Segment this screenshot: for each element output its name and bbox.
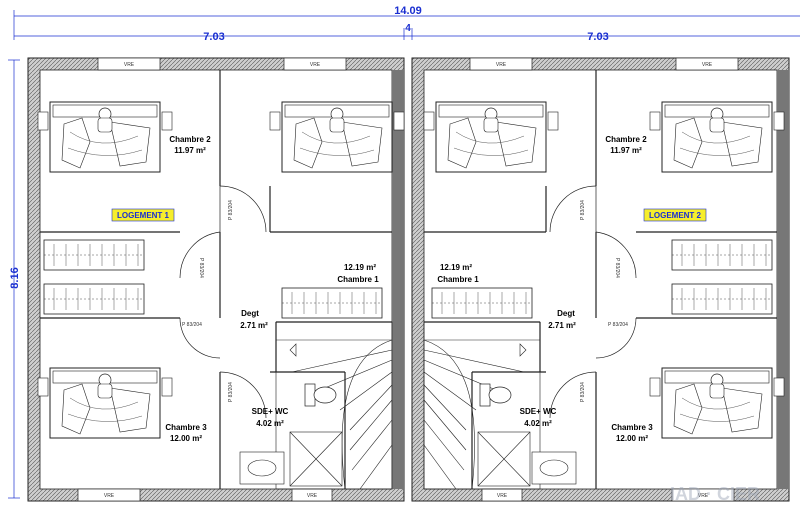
dim-total-width: 14.09: [394, 5, 422, 17]
unit1-degt-name: Degt: [241, 309, 259, 318]
bed-icon: [423, 101, 559, 173]
unit2-chambre1-area: 12.19 m²: [440, 263, 472, 272]
unit1-sde-area: 4.02 m²: [256, 419, 284, 428]
door-label: P 83/204: [580, 382, 586, 402]
wardrobe-icon: [43, 283, 145, 315]
bed-icon: [649, 101, 785, 173]
bed-icon: [37, 101, 173, 173]
window-label: VRE: [124, 62, 135, 68]
door-label: P 83/204: [182, 322, 202, 328]
unit2-badge: LOGEMENT 2: [649, 211, 702, 220]
unit1-badge: LOGEMENT 1: [117, 211, 170, 220]
sink-icon: [531, 451, 577, 485]
bed-icon: [37, 367, 173, 439]
window-label: VRE: [702, 62, 713, 68]
sink-icon: [239, 451, 285, 485]
door-label: P 83/204: [608, 322, 628, 328]
unit1-chambre3-name: Chambre 3: [165, 423, 207, 432]
window-label: VRE: [497, 493, 508, 499]
unit2-chambre3-area: 12.00 m²: [616, 434, 648, 443]
dim-middle: 4: [405, 23, 411, 34]
unit2-sde-name: SDE+ WC: [520, 407, 557, 416]
door-label: P 83/204: [580, 200, 586, 220]
unit1-chambre1-name: Chambre 1: [337, 275, 379, 284]
wardrobe-icon: [431, 287, 533, 319]
unit1-sde-name: SDE+ WC: [252, 407, 289, 416]
dim-left-width: 7.03: [203, 31, 224, 43]
staircase-icon: [275, 321, 393, 490]
staircase-icon: [423, 321, 541, 490]
unit1-chambre2-name: Chambre 2: [169, 135, 211, 144]
unit2-badge-bg: [643, 208, 707, 222]
unit2-chambre2-area: 11.97 m²: [610, 146, 642, 155]
shower-icon: [477, 431, 531, 487]
unit1-chambre3-area: 12.00 m²: [170, 434, 202, 443]
unit1-degt-area: 2.71 m²: [240, 321, 268, 330]
window-label: VRE: [307, 493, 318, 499]
window-label: VRE: [698, 493, 709, 499]
bed-icon: [269, 101, 405, 173]
wardrobe-icon: [43, 239, 145, 271]
window-label: VRE: [104, 493, 115, 499]
unit2-sde-area: 4.02 m²: [524, 419, 552, 428]
unit1-doors: [179, 185, 267, 419]
unit2-chambre2-name: Chambre 2: [605, 135, 647, 144]
wardrobe-icon: [671, 283, 773, 315]
watermark: IAD · CIER: [670, 484, 760, 504]
unit2-degt-name: Degt: [557, 309, 575, 318]
unit1-chambre2-area: 11.97 m²: [174, 146, 206, 155]
window-label: VRE: [310, 62, 321, 68]
unit1-chambre1-area: 12.19 m²: [344, 263, 376, 272]
wardrobe-icon: [671, 239, 773, 271]
door-label: P 83/204: [614, 258, 620, 278]
windows: [77, 57, 739, 502]
door-label: P 83/204: [228, 200, 234, 220]
window-label: VRE: [496, 62, 507, 68]
unit1-badge-bg: [111, 208, 175, 222]
door-label: P 83/204: [198, 258, 204, 278]
unit2-doors: [549, 185, 637, 419]
bed-icon: [649, 367, 785, 439]
wardrobe-icon: [281, 287, 383, 319]
unit2-chambre3-name: Chambre 3: [611, 423, 653, 432]
dimension-lines: [8, 10, 800, 499]
unit2-degt-area: 2.71 m²: [548, 321, 576, 330]
door-label: P 83/204: [228, 382, 234, 402]
dim-height: 8.16: [9, 267, 21, 288]
shower-icon: [289, 431, 343, 487]
dim-right-width: 7.03: [587, 31, 608, 43]
unit2-chambre1-name: Chambre 1: [437, 275, 479, 284]
